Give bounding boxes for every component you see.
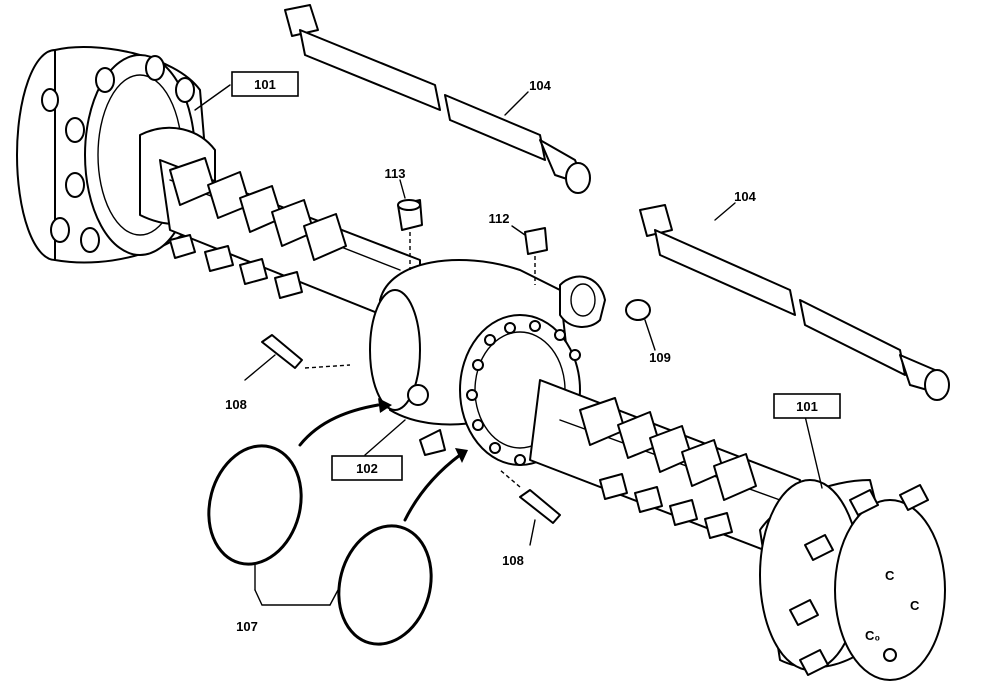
callout-102: 102	[356, 461, 378, 476]
callout-104-right: 104	[734, 189, 756, 204]
hub-cover-mark-1: C	[885, 568, 895, 583]
callout-109: 109	[649, 350, 671, 365]
bolt-108-left	[261, 334, 351, 369]
left-axle-tube	[159, 157, 421, 331]
right-wheel-hub: C C C₀	[759, 479, 946, 681]
hub-cover-mark-2: C	[910, 598, 920, 613]
center-housing	[369, 259, 606, 466]
callout-107: 107	[236, 619, 258, 634]
right-tube-ribs	[579, 397, 757, 539]
callout-104-top: 104	[529, 78, 551, 93]
left-tube-ribs	[169, 157, 347, 299]
flange-bolt-ring	[466, 320, 581, 466]
callout-112: 112	[489, 211, 510, 226]
drive-shaft-right	[639, 204, 950, 401]
left-hub-bolts	[41, 55, 195, 253]
plug-113	[397, 199, 423, 270]
callout-108-left: 108	[225, 397, 247, 412]
drive-shaft-top	[284, 4, 591, 194]
callout-box-102	[331, 455, 403, 481]
callout-101-top: 101	[254, 77, 276, 92]
cap-109	[625, 299, 651, 321]
right-axle-tube	[529, 379, 801, 561]
callout-box-101-top	[231, 71, 299, 97]
bolt-108-bottom	[499, 469, 561, 524]
fitting-112	[524, 227, 548, 285]
right-hub-studs	[789, 484, 929, 676]
callout-113: 113	[385, 166, 406, 181]
callout-box-101-right	[773, 393, 841, 419]
callout-101-right: 101	[796, 399, 818, 414]
callout-108-bottom: 108	[502, 553, 524, 568]
o-rings	[207, 444, 433, 646]
hub-cover-mark-3: C₀	[865, 628, 880, 643]
